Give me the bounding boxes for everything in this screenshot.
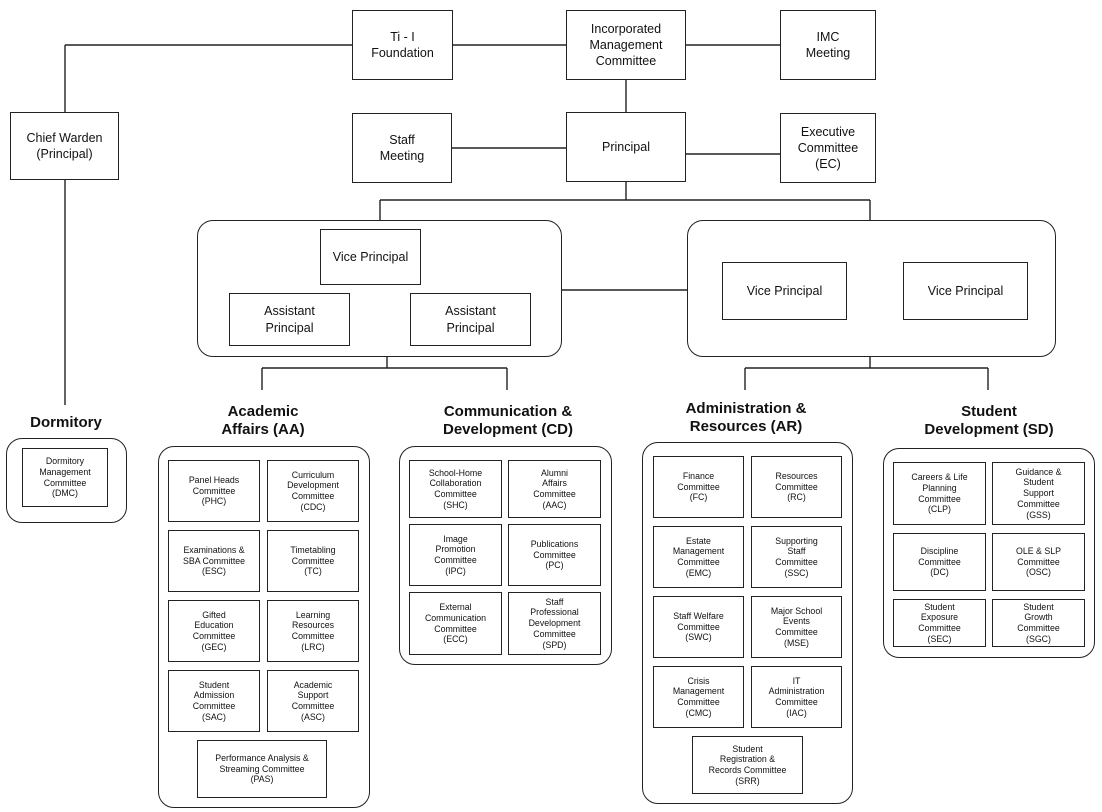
imc-meeting-box: IMC Meeting	[780, 10, 876, 80]
committee-box: Estate Management Committee (EMC)	[653, 526, 744, 588]
committee-box: Timetabling Committee (TC)	[267, 530, 359, 592]
academic-affairs-title: Academic Affairs (AA)	[196, 403, 330, 439]
committee-box: Image Promotion Committee (IPC)	[409, 524, 502, 586]
committee-box: Performance Analysis & Streaming Committ…	[197, 740, 327, 798]
committee-box: Discipline Committee (DC)	[893, 533, 986, 591]
communication-development-title: Communication & Development (CD)	[420, 403, 596, 439]
committee-box: OLE & SLP Committee (OSC)	[992, 533, 1085, 591]
committee-box: Student Admission Committee (SAC)	[168, 670, 260, 732]
committee-box: Curriculum Development Committee (CDC)	[267, 460, 359, 522]
committee-box: Panel Heads Committee (PHC)	[168, 460, 260, 522]
committee-box: Crisis Management Committee (CMC)	[653, 666, 744, 728]
assistant-principal-box-2: Assistant Principal	[410, 293, 531, 346]
incorporated-management-committee-box: Incorporated Management Committee	[566, 10, 686, 80]
committee-box: Major School Events Committee (MSE)	[751, 596, 842, 658]
committee-box: Staff Welfare Committee (SWC)	[653, 596, 744, 658]
committee-box: Alumni Affairs Committee (AAC)	[508, 460, 601, 518]
committee-box: Careers & Life Planning Committee (CLP)	[893, 462, 986, 525]
principal-box: Principal	[566, 112, 686, 182]
committee-box: Student Registration & Records Committee…	[692, 736, 803, 794]
committee-box: External Communication Committee (ECC)	[409, 592, 502, 655]
committee-box: Staff Professional Development Committee…	[508, 592, 601, 655]
committee-box: Academic Support Committee (ASC)	[267, 670, 359, 732]
executive-committee-box: Executive Committee (EC)	[780, 113, 876, 183]
committee-box: Gifted Education Committee (GEC)	[168, 600, 260, 662]
vice-principal-box-3: Vice Principal	[903, 262, 1028, 320]
committee-box: IT Administration Committee (IAC)	[751, 666, 842, 728]
committee-box: Student Exposure Committee (SEC)	[893, 599, 986, 647]
student-development-title: Student Development (SD)	[901, 403, 1077, 439]
committee-box: Dormitory Management Committee (DMC)	[22, 448, 108, 507]
committee-box: Examinations & SBA Committee (ESC)	[168, 530, 260, 592]
administration-resources-title: Administration & Resources (AR)	[662, 400, 830, 436]
committee-box: Publications Committee (PC)	[508, 524, 601, 586]
committee-box: Learning Resources Committee (LRC)	[267, 600, 359, 662]
assistant-principal-box-1: Assistant Principal	[229, 293, 350, 346]
committee-box: Resources Committee (RC)	[751, 456, 842, 518]
committee-box: Guidance & Student Support Committee (GS…	[992, 462, 1085, 525]
ti-i-foundation-box: Ti - I Foundation	[352, 10, 453, 80]
committee-box: Supporting Staff Committee (SSC)	[751, 526, 842, 588]
vice-principal-box-2: Vice Principal	[722, 262, 847, 320]
committee-box: Student Growth Committee (SGC)	[992, 599, 1085, 647]
dormitory-title: Dormitory	[10, 414, 122, 432]
staff-meeting-box: Staff Meeting	[352, 113, 452, 183]
chief-warden-box: Chief Warden (Principal)	[10, 112, 119, 180]
committee-box: Finance Committee (FC)	[653, 456, 744, 518]
committee-box: School-Home Collaboration Committee (SHC…	[409, 460, 502, 518]
vice-principal-box-1: Vice Principal	[320, 229, 421, 285]
